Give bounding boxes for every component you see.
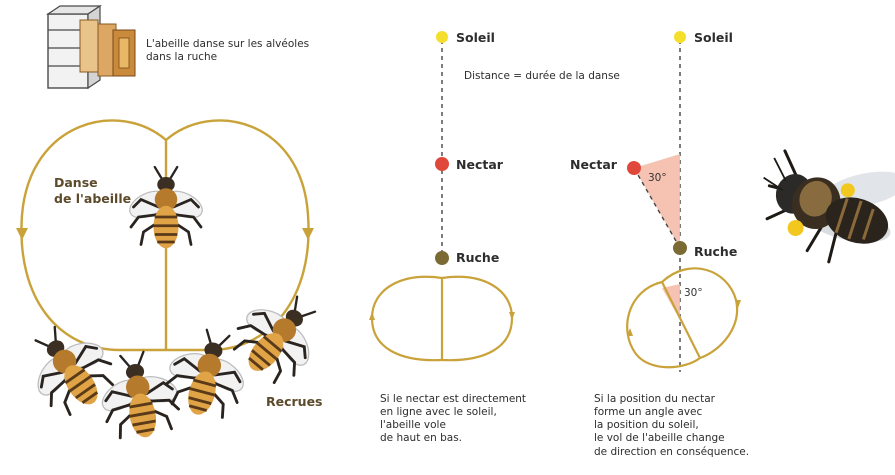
hive-dot	[435, 251, 449, 265]
right-caption-line: la position du soleil,	[594, 419, 749, 432]
hive-caption-line: L'abeille danse sur les alvéoles	[146, 38, 309, 51]
left-sun-label: Soleil	[456, 30, 495, 46]
left-hive-label: Ruche	[456, 250, 499, 266]
dancing-bee-icon	[126, 167, 207, 248]
arrow-down-left-icon	[16, 228, 28, 240]
angle-bottom-label: 30°	[684, 287, 703, 300]
dance-label-line: Danse	[54, 175, 131, 191]
right-nectar-label: Nectar	[570, 157, 617, 173]
hive-dot	[673, 241, 687, 255]
angle-top-label: 30°	[648, 172, 667, 185]
nectar-dot	[435, 157, 449, 171]
right-caption-line: Si la position du nectar	[594, 393, 749, 406]
right-caption-line: forme un angle avec	[594, 406, 749, 419]
left-caption-line: Si le nectar est directement	[380, 393, 526, 406]
right-caption-line: le vol de l'abeille change	[594, 432, 749, 445]
dance-label-line: de l'abeille	[54, 191, 131, 207]
beehive-icon	[48, 6, 135, 88]
right-caption: Si la position du nectar forme un angle …	[594, 393, 749, 459]
left-caption-line: de haut en bas.	[380, 432, 526, 445]
recruits-label: Recrues	[266, 394, 323, 410]
right-sun-label: Soleil	[694, 30, 733, 46]
right-hive-label: Ruche	[694, 244, 737, 260]
bee-photo-icon	[745, 125, 895, 279]
arrow-down-right-icon	[302, 228, 314, 240]
dance-label: Danse de l'abeille	[54, 175, 131, 206]
right-caption-line: de direction en conséquence.	[594, 446, 749, 459]
left-caption-line: en ligne avec le soleil,	[380, 406, 526, 419]
nectar-dot	[627, 161, 641, 175]
distance-label: Distance = durée de la danse	[464, 70, 620, 83]
angled-dance-loop	[627, 268, 737, 367]
hive-caption: L'abeille danse sur les alvéoles dans la…	[146, 38, 309, 64]
sun-dot	[436, 31, 448, 43]
left-caption-line: l'abeille vole	[380, 419, 526, 432]
left-nectar-label: Nectar	[456, 157, 503, 173]
sun-dot	[674, 31, 686, 43]
left-caption: Si le nectar est directement en ligne av…	[380, 393, 526, 446]
hive-caption-line: dans la ruche	[146, 51, 309, 64]
straight-dance-loop	[372, 277, 512, 360]
recruit-bee-icon	[156, 322, 259, 425]
